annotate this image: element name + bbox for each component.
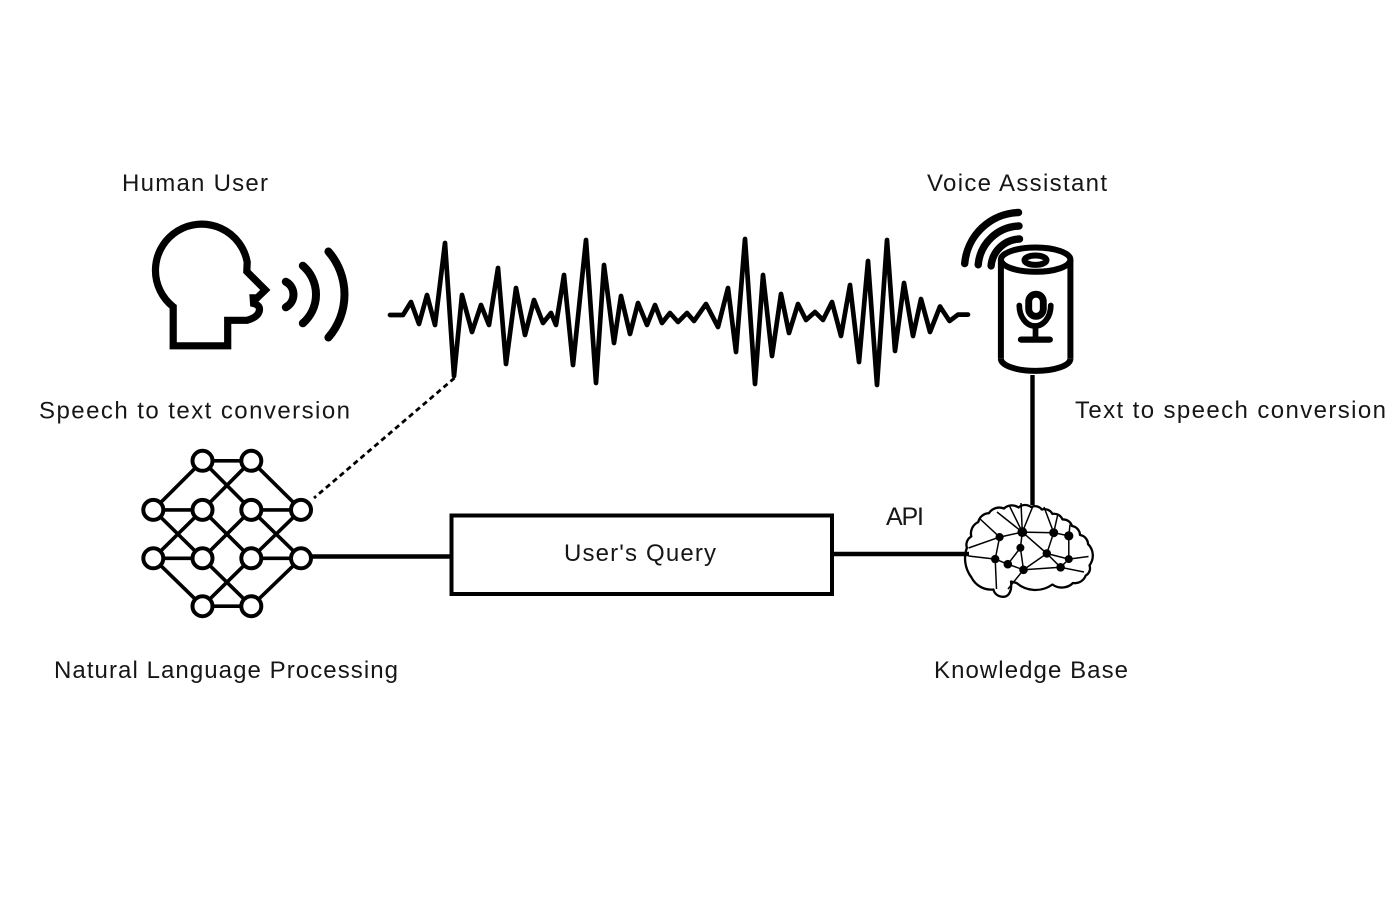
svg-text:Text to speech conversion: Text to speech conversion [1075, 397, 1386, 424]
svg-text:Voice Assistant: Voice Assistant [927, 170, 1107, 197]
svg-text:Natural Language Processing: Natural Language Processing [54, 657, 398, 684]
svg-text:Speech to text conversion: Speech to text conversion [39, 398, 350, 425]
svg-text:API: API [886, 503, 924, 531]
svg-text:Human User: Human User [122, 170, 268, 197]
svg-text:User's Query: User's Query [564, 540, 716, 567]
svg-text:Knowledge Base: Knowledge Base [934, 657, 1128, 684]
